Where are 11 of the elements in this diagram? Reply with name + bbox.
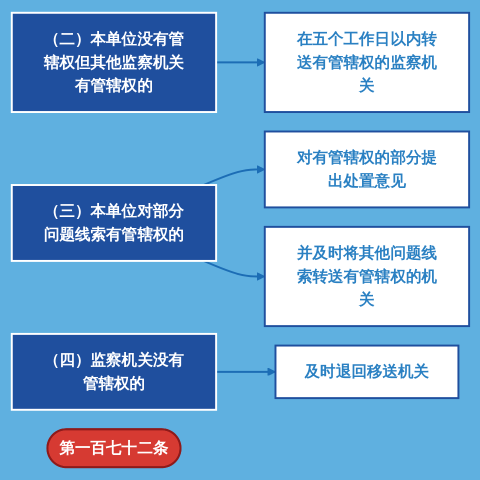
node-box: （四）监察机关没有管辖权的 (10, 332, 217, 411)
node-box: 及时退回移送机关 (274, 344, 459, 400)
arrow (216, 368, 276, 376)
node-box: （三）本单位对部分问题线索有管辖权的 (10, 184, 217, 262)
arrow (216, 58, 265, 67)
arrow (202, 165, 265, 186)
node-box: 在五个工作日以内转送有管辖权的监察机关 (263, 12, 470, 113)
node-box: （二）本单位没有管辖权但其他监察机关有管辖权的 (10, 12, 217, 113)
arrow (202, 260, 265, 281)
node-box: 并及时将其他问题线索转送有管辖权的机关 (263, 226, 470, 328)
node-box: 对有管辖权的部分提出处置意见 (263, 130, 470, 208)
